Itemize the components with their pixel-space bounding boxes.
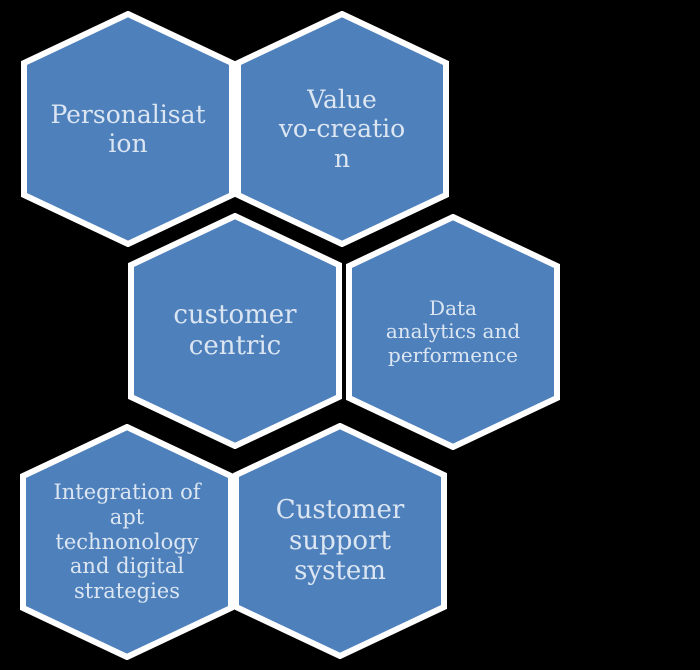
hexagon-shape [233, 423, 447, 659]
hexagon-integration-technology: Integration of apt technonology and digi… [20, 424, 234, 660]
hexagon-value-co-creation: Value vo-creatio n [235, 11, 449, 247]
hexagon-customer-centric: customer centric [128, 213, 342, 449]
hexagon-customer-support: Customer support system [233, 423, 447, 659]
hexagon-data-analytics: Data analytics and performence [346, 214, 560, 450]
hexagon-shape [20, 424, 234, 660]
hexagon-shape [128, 213, 342, 449]
hexagon-personalisation: Personalisat ion [21, 11, 235, 247]
hexagon-shape [346, 214, 560, 450]
hexagon-shape [21, 11, 235, 247]
hexagon-shape [235, 11, 449, 247]
